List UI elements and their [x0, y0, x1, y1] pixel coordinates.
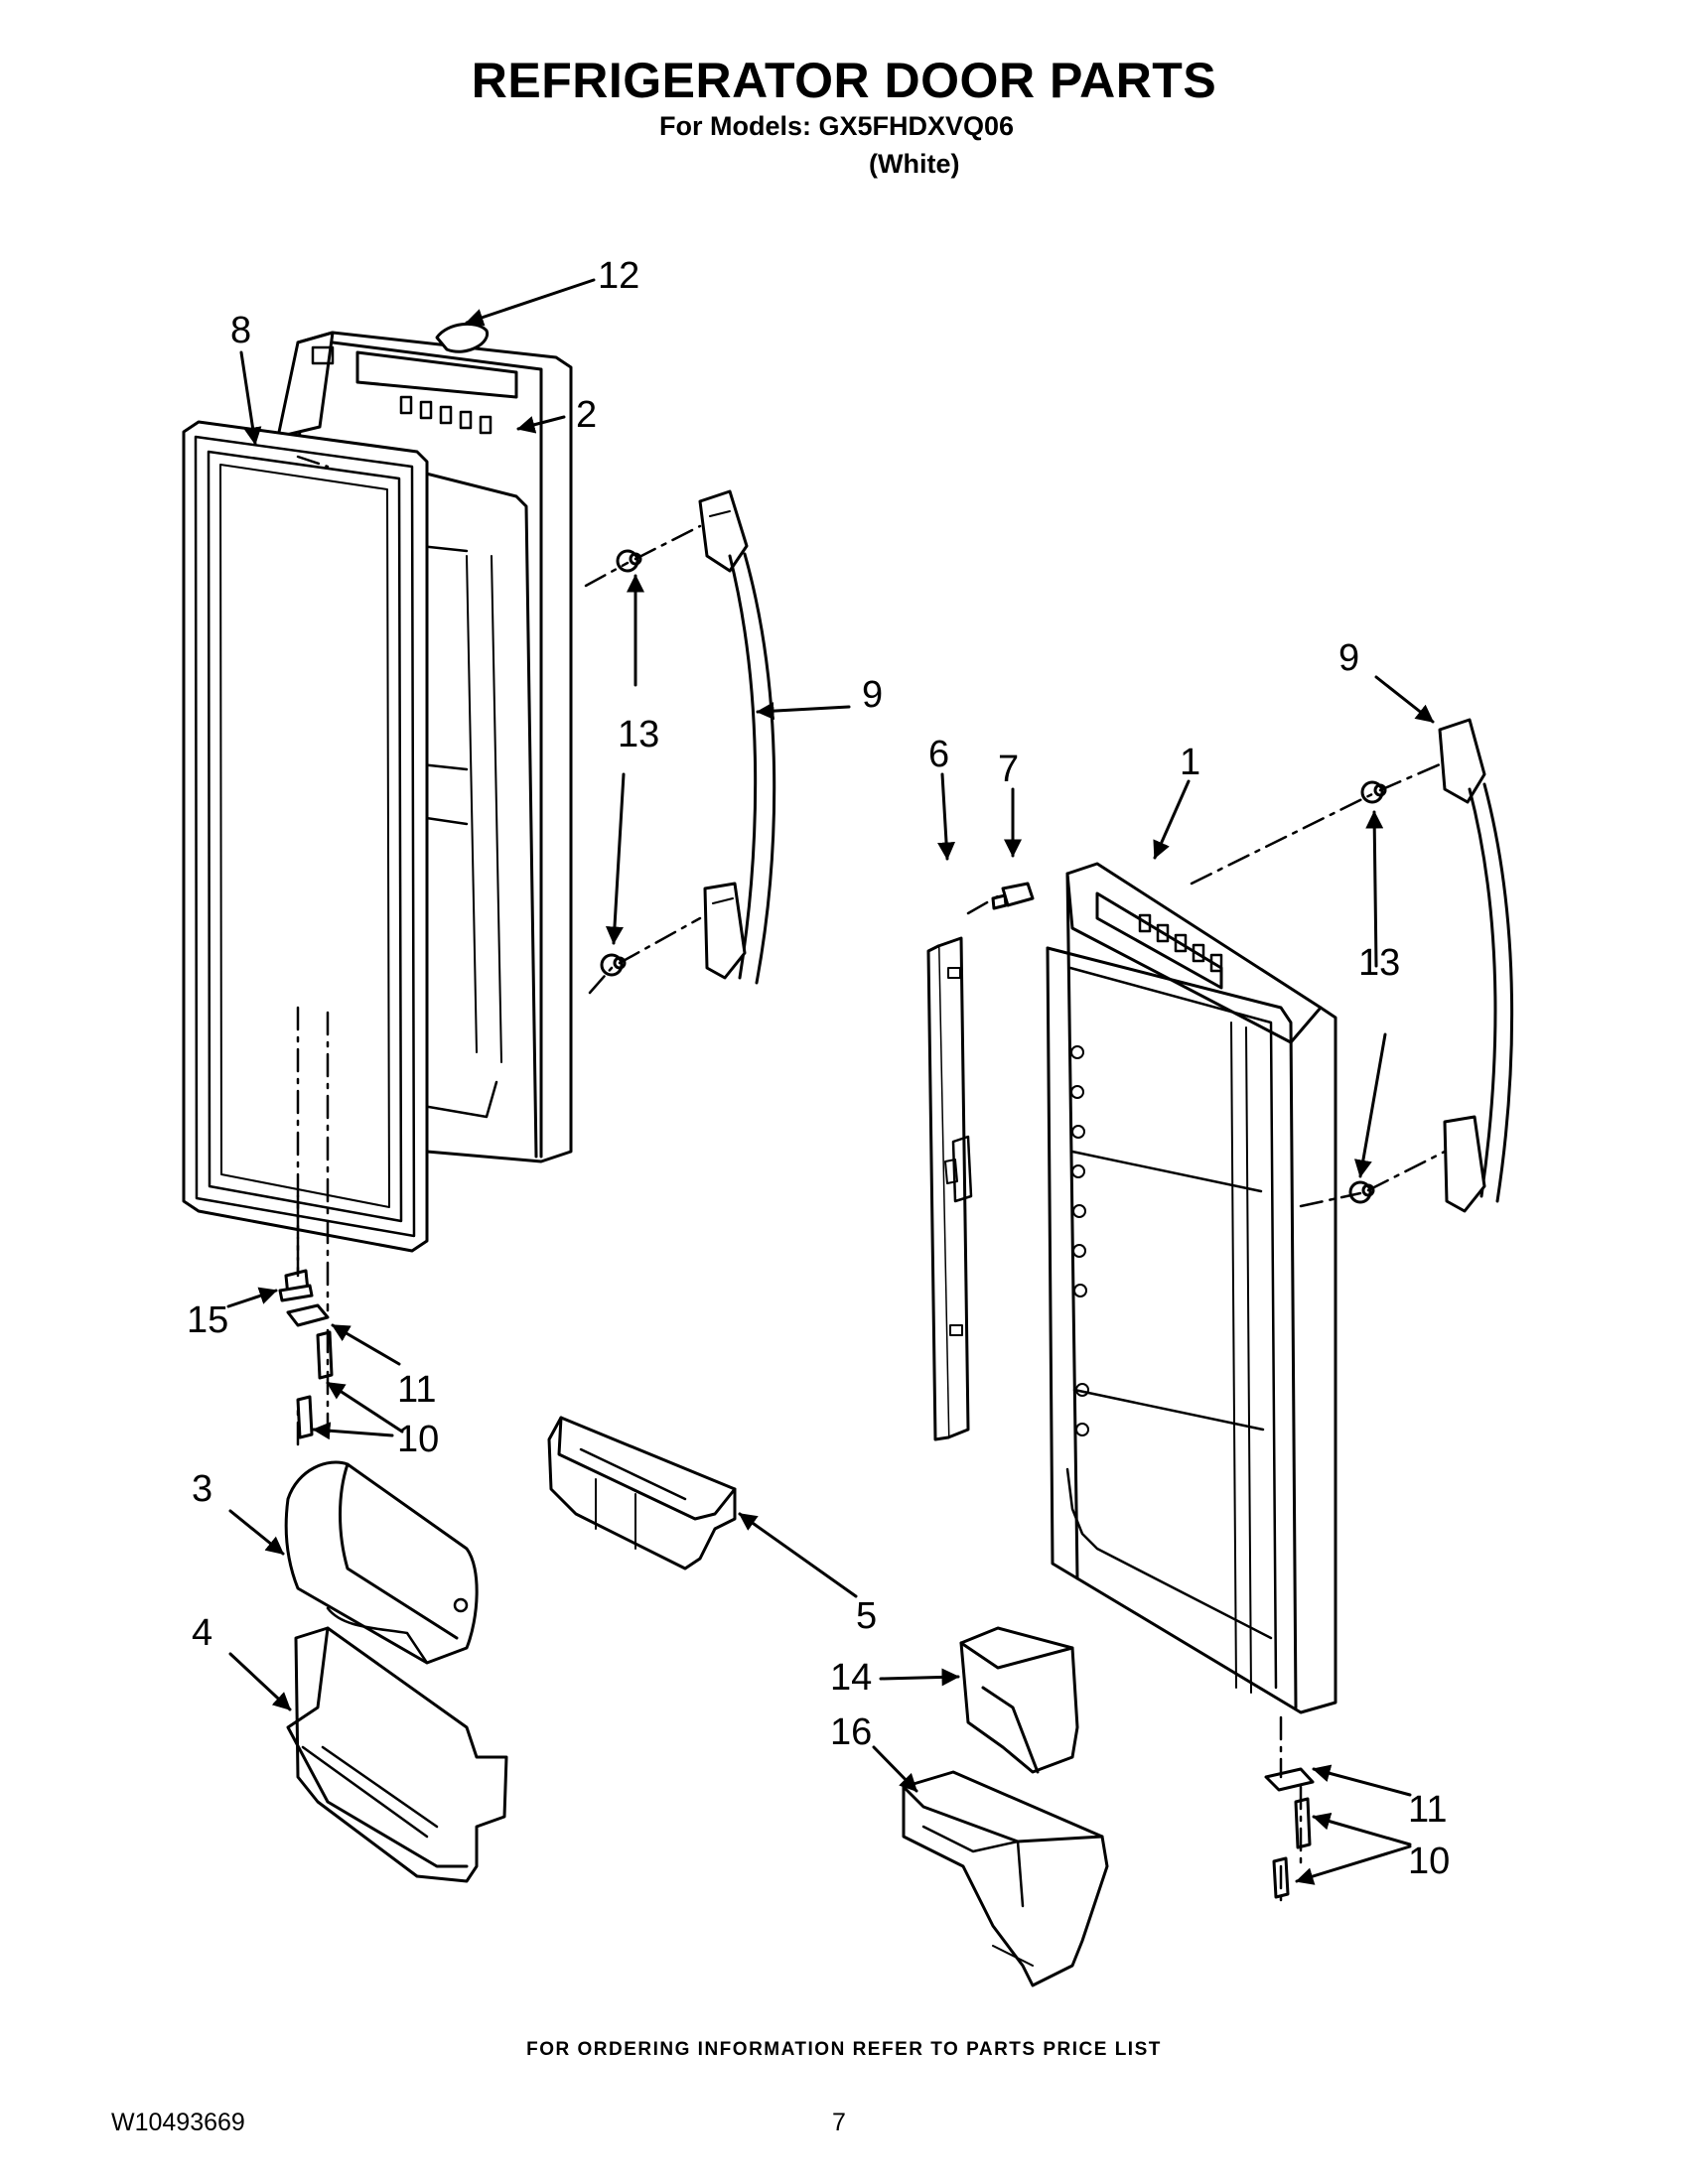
left-door-handle — [698, 489, 776, 985]
callout-labels: 1 2 3 4 5 6 7 8 9 9 10 10 11 11 12 13 13… — [187, 255, 1450, 1882]
callout-15: 15 — [187, 1299, 228, 1341]
door-bin — [286, 1626, 508, 1883]
color-variant: (White) — [869, 149, 960, 179]
leader-arrows — [226, 278, 1435, 1885]
page-title: REFRIGERATOR DOOR PARTS — [471, 53, 1217, 108]
callout-5: 5 — [856, 1595, 877, 1637]
right-door-handle — [1438, 718, 1514, 1213]
callout-2: 2 — [576, 394, 597, 436]
callout-10-right: 10 — [1408, 1841, 1450, 1882]
door-bin-cover — [284, 1460, 479, 1665]
center-flipper-mullion — [926, 936, 973, 1441]
right-door-liner — [1046, 862, 1337, 1714]
callout-12: 12 — [598, 255, 639, 297]
callout-11-right: 11 — [1408, 1789, 1447, 1831]
callout-9-right: 9 — [1338, 637, 1359, 679]
callout-9-left: 9 — [862, 674, 883, 716]
page-number: 7 — [832, 2109, 846, 2136]
mullion-screw — [991, 882, 1035, 910]
seal-ring — [435, 322, 490, 353]
callout-13-left: 13 — [618, 714, 659, 755]
ice-chute-cup — [959, 1626, 1079, 1774]
callout-4: 4 — [192, 1612, 212, 1654]
callout-13-right: 13 — [1358, 942, 1400, 984]
ice-chute-housing — [902, 1770, 1109, 1987]
left-door-gasket — [182, 420, 429, 1253]
left-hinge-hardware — [278, 1269, 334, 1439]
callout-14: 14 — [830, 1657, 872, 1699]
assembly-lines — [296, 455, 1447, 1903]
callout-7: 7 — [998, 749, 1019, 790]
ordering-note: FOR ORDERING INFORMATION REFER TO PARTS … — [526, 2039, 1162, 2060]
callout-16: 16 — [830, 1711, 872, 1753]
models-line: For Models: GX5FHDXVQ06 — [659, 111, 1015, 141]
callout-6: 6 — [928, 734, 949, 775]
callout-8: 8 — [230, 310, 251, 351]
document-number: W10493669 — [111, 2109, 245, 2136]
callout-10-left: 10 — [397, 1419, 439, 1460]
callout-11-left: 11 — [397, 1369, 436, 1411]
callout-3: 3 — [192, 1468, 212, 1510]
callout-1: 1 — [1180, 742, 1200, 783]
center-door-bin — [547, 1416, 737, 1570]
